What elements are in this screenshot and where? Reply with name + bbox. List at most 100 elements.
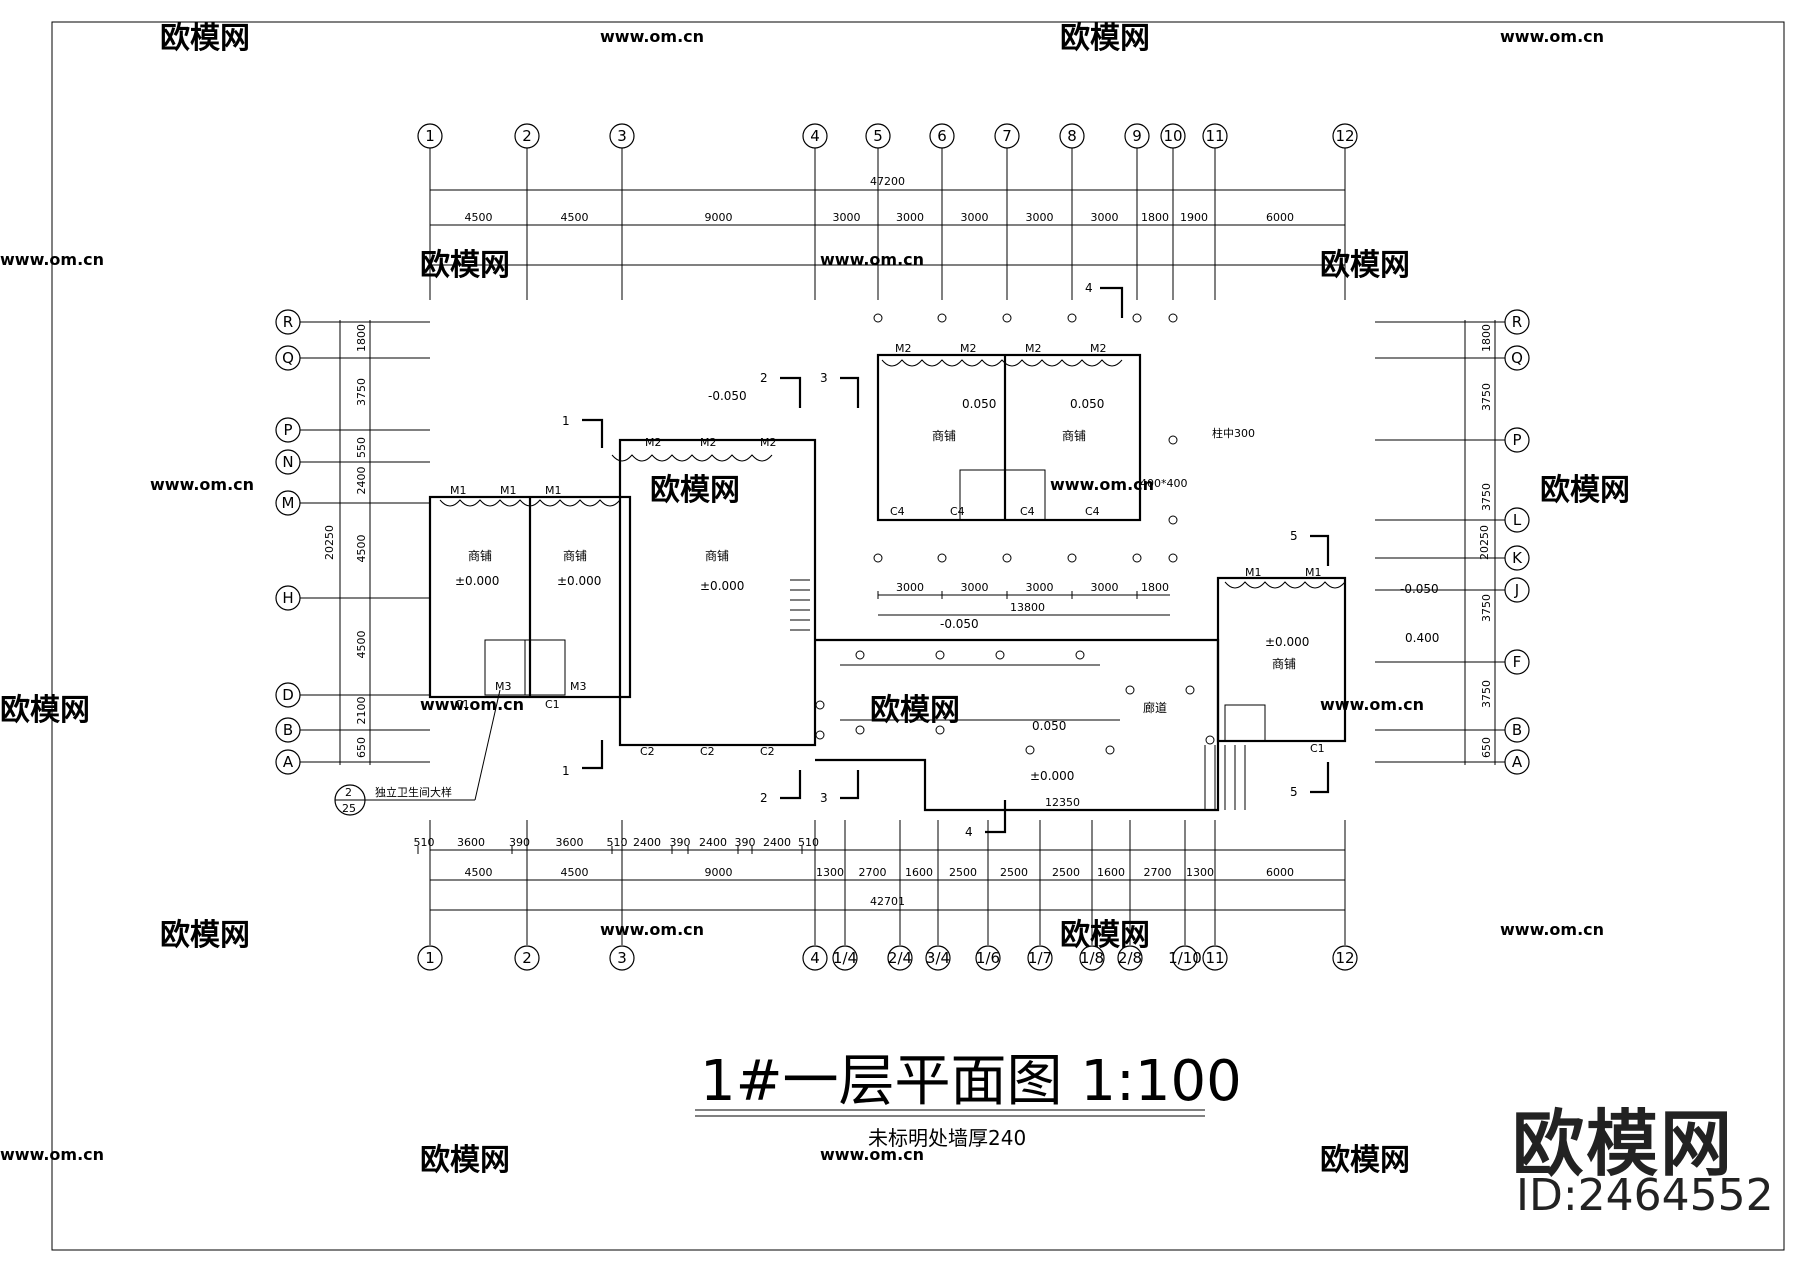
column <box>935 650 945 660</box>
axis-bubble: 2/8 <box>1117 945 1143 971</box>
column <box>935 725 945 735</box>
axis-bubble: B <box>275 717 301 743</box>
dim-left-total: 20250 <box>323 525 336 560</box>
axis-bubble: 2 <box>514 945 540 971</box>
dim-value: 4500 <box>465 866 493 879</box>
dim-value: 4500 <box>465 211 493 224</box>
room-elevation: ±0.000 <box>1265 635 1309 649</box>
axis-bubble: N <box>275 449 301 475</box>
axis-bubble: L <box>1504 507 1530 533</box>
watermark-logo: 欧模网 <box>160 21 250 56</box>
axis-bubble: H <box>275 585 301 611</box>
axis-label: 12 <box>1335 949 1354 967</box>
column <box>1168 313 1178 323</box>
column <box>1185 685 1195 695</box>
axis-bubble: 1 <box>417 945 443 971</box>
axis-bubble: 4 <box>802 123 828 149</box>
dim-value: 650 <box>355 737 368 758</box>
dim-value: 650 <box>1480 737 1493 758</box>
section-mark: 5 <box>1290 529 1298 543</box>
axis-label: Q <box>1511 349 1523 367</box>
door-tag: M1 <box>1305 566 1322 579</box>
axis-label: P <box>1512 431 1521 449</box>
axis-bubble: R <box>275 309 301 335</box>
axis-label: 1/10 <box>1168 949 1202 967</box>
dim-value: 2100 <box>355 697 368 725</box>
column <box>1168 553 1178 563</box>
column <box>1168 515 1178 525</box>
callout-text: 独立卫生间大样 <box>375 785 452 799</box>
dim-value: 1600 <box>1097 866 1125 879</box>
room-elevation: ±0.000 <box>455 574 499 588</box>
axis-bubble: 3/4 <box>925 945 951 971</box>
section-mark: 3 <box>820 791 828 805</box>
dim-value: 3000 <box>1091 211 1119 224</box>
dim-right-total: 20250 <box>1478 525 1491 560</box>
section-mark: 4 <box>965 825 973 839</box>
drawing-note: 未标明处墙厚240 <box>868 1126 1026 1150</box>
section-mark: 2 <box>760 371 768 385</box>
detail-callout: 2 25 独立卫生间大样 柱中300 400*400 <box>334 426 1255 816</box>
axis-label: 8 <box>1067 127 1077 145</box>
watermark-logo: 欧模网 <box>870 693 960 728</box>
dim-value: 1600 <box>905 866 933 879</box>
dim-total-top: 47200 <box>870 175 905 188</box>
column <box>937 313 947 323</box>
watermark-logo: 欧模网 <box>160 918 250 953</box>
axis-label: A <box>283 753 294 771</box>
column <box>937 553 947 563</box>
column <box>1132 313 1142 323</box>
sheet-frame <box>51 21 1785 1251</box>
axis-bubble: Q <box>275 345 301 371</box>
axis-bubble: 2 <box>514 123 540 149</box>
dim-value: 4500 <box>561 866 589 879</box>
axis-bubble: 11 <box>1202 123 1228 149</box>
room-label: 商铺 <box>932 428 956 443</box>
room-elevation: ±0.000 <box>557 574 601 588</box>
dim-value: 390 <box>735 836 756 849</box>
column <box>1067 553 1077 563</box>
window-tag: C1 <box>545 698 560 711</box>
axis-bubble: 1/4 <box>832 945 858 971</box>
dim-value: 3000 <box>896 211 924 224</box>
axis-label: 2/4 <box>888 949 912 967</box>
axis-bubble: 6 <box>929 123 955 149</box>
watermark-logo: 欧模网 <box>1060 21 1150 56</box>
column <box>855 725 865 735</box>
axis-label: R <box>283 313 293 331</box>
dim-value: 3000 <box>833 211 861 224</box>
axis-bubble: A <box>1504 749 1530 775</box>
axis-label: Q <box>282 349 294 367</box>
dim-value: 3000 <box>1026 581 1054 594</box>
door-tag: M2 <box>645 436 662 449</box>
dim-value: 9000 <box>705 866 733 879</box>
watermark-logo: 欧模网 <box>1540 473 1630 508</box>
axis-label: H <box>282 589 293 607</box>
column-size: 400*400 <box>1140 477 1188 490</box>
axis-label: 3/4 <box>926 949 950 967</box>
axis-label: 1/4 <box>833 949 857 967</box>
door-tag: M1 <box>450 484 467 497</box>
watermark-url: www.om.cn <box>820 1145 924 1164</box>
dim-total-bottom: 42701 <box>870 895 905 908</box>
room-elevation: 0.050 <box>1070 397 1104 411</box>
axis-bubble: M <box>275 490 301 516</box>
dim-value: 510 <box>607 836 628 849</box>
watermark-logo: 欧模网 <box>0 693 90 728</box>
dim-value: 3750 <box>1480 594 1493 622</box>
dim-value: 3750 <box>1480 383 1493 411</box>
dim-mid-total: 13800 <box>1010 601 1045 614</box>
room-label: 商铺 <box>468 548 492 563</box>
window-tag: C2 <box>640 745 655 758</box>
axis-label: 3 <box>617 949 627 967</box>
axis-bubble: 3 <box>609 945 635 971</box>
window-tag: C1 <box>1310 742 1325 755</box>
axis-bubble: K <box>1504 545 1530 571</box>
door-tag: M2 <box>960 342 977 355</box>
stair <box>1204 745 1246 810</box>
axis-label: N <box>282 453 293 471</box>
column <box>1132 553 1142 563</box>
